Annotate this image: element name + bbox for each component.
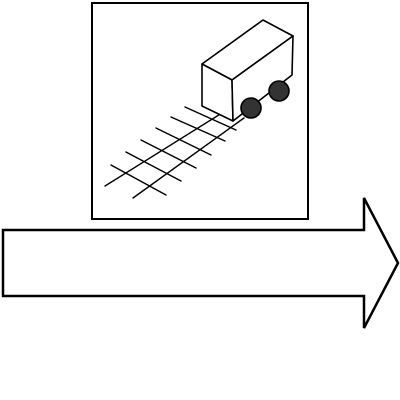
rail-right [132, 117, 245, 199]
wheel-front [240, 97, 262, 119]
track-tie [184, 106, 237, 131]
track-tie [140, 139, 197, 169]
rail-left [104, 102, 239, 187]
rail-track [104, 102, 245, 199]
track-tie [170, 116, 226, 142]
train-car-icon [201, 19, 294, 122]
right-arrow-icon [1, 197, 400, 329]
track-tie [155, 127, 212, 156]
wheel-rear [268, 80, 290, 102]
track-tie [125, 151, 182, 182]
illustration-panel [91, 2, 309, 220]
track-tie [110, 164, 167, 196]
